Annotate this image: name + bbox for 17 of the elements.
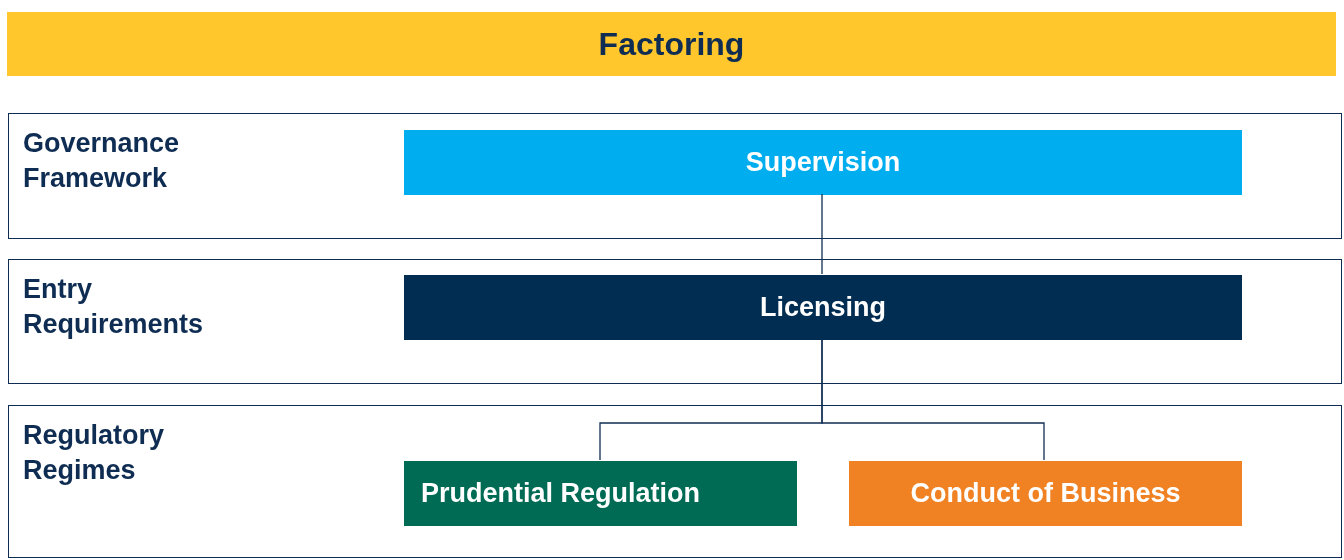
section-band [8,405,1342,558]
process-box [404,275,1242,340]
section-heading: Regulatory Regimes [23,419,166,487]
section-band [8,113,1342,239]
connector-line [821,193,823,275]
box-label: Conduct of Business [910,477,1181,511]
section-band [8,259,1342,384]
connector-line [821,338,1045,461]
process-box [404,461,797,526]
process-box [404,130,1242,195]
box-label: Supervision [745,146,901,180]
section-heading: Governance Framework [23,127,181,195]
box-label: Prudential Regulation [421,477,701,511]
box-label: Licensing [760,291,886,325]
process-box [849,461,1242,526]
section-heading: Entry Requirements [23,273,205,341]
title-banner: Factoring [7,12,1336,76]
